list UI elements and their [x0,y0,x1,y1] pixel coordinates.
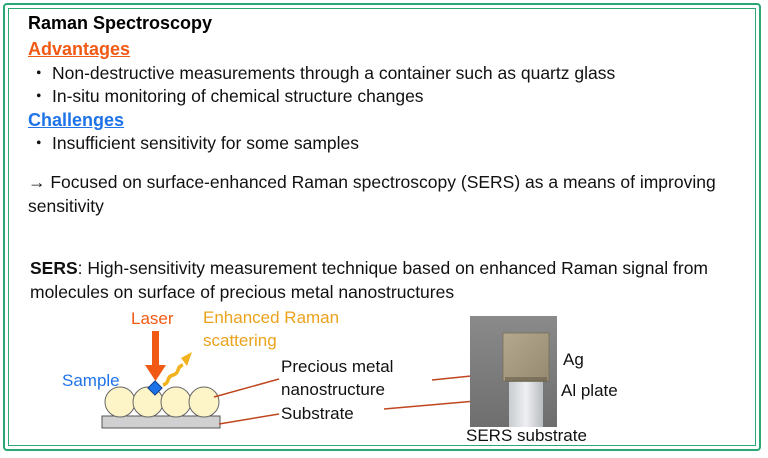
advantages-heading: Advantages [28,39,131,59]
sample-label: Sample [62,371,120,390]
nanostructure-spheres [104,386,220,418]
sers-term: SERS [30,258,78,278]
substrate-label: Substrate [281,404,354,423]
slide-title: Raman Spectroscopy [28,13,213,33]
laser-label: Laser [131,309,174,328]
sers-substrate-photo [470,316,557,427]
ag-label: Ag [563,350,584,369]
bullet-mark: ・ [30,86,48,106]
challenges-heading: Challenges [28,110,125,130]
photo-caption: SERS substrate [466,426,587,445]
challenge-item-1: ・Insufficient sensitivity for some sampl… [30,133,359,153]
advantage-item-2-text: In-situ monitoring of chemical structure… [52,86,424,106]
advantage-item-1: ・Non-destructive measurements through a … [30,63,615,83]
inner-frame [8,8,756,446]
bullet-mark: ・ [30,133,48,153]
sers-definition-text: : High-sensitivity measurement technique… [30,258,708,302]
substrate-plate [101,415,221,429]
focus-statement: → Focused on surface-enhanced Raman spec… [28,172,716,216]
advantage-item-2: ・In-situ monitoring of chemical structur… [30,86,424,106]
scattering-arrow [162,352,192,387]
sers-definition: SERS: High-sensitivity measurement techn… [30,256,730,304]
bullet-mark: ・ [30,63,48,83]
challenge-item-1-text: Insufficient sensitivity for some sample… [52,133,360,153]
outer-frame [3,3,761,451]
nanostructure-label: Precious metal nanostructure [281,357,394,399]
sample-molecule [147,380,163,396]
laser-arrow [145,331,166,381]
al-plate-label: Al plate [561,381,618,400]
scattering-label: Enhanced Raman scattering [203,308,340,350]
advantage-item-1-text: Non-destructive measurements through a c… [52,63,616,83]
